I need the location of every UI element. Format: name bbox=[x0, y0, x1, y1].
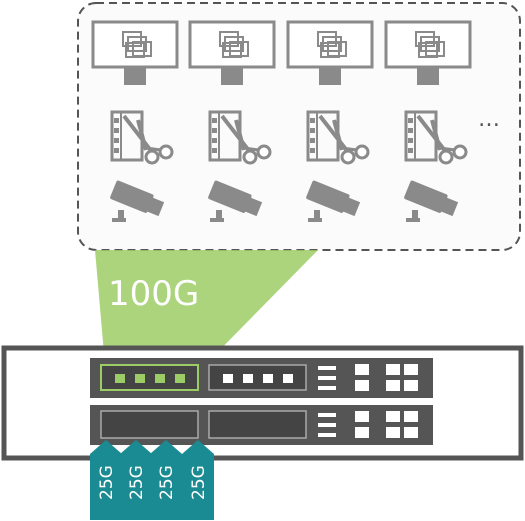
port-group-25g bbox=[100, 410, 199, 439]
port-label: 25G bbox=[127, 465, 147, 500]
more-clients-ellipsis: … bbox=[478, 107, 500, 132]
port-label: 25G bbox=[97, 465, 117, 500]
port-25g-1: 25G bbox=[90, 440, 122, 520]
bandwidth-beam bbox=[95, 250, 318, 365]
bandwidth-label: 100G bbox=[108, 274, 199, 314]
port-25g-3: 25G bbox=[150, 440, 182, 520]
port-25g-4: 25G bbox=[182, 440, 214, 520]
port-group-d bbox=[208, 410, 307, 439]
port-label: 25G bbox=[189, 465, 209, 500]
port-25g-2: 25G bbox=[120, 440, 152, 520]
port-label: 25G bbox=[157, 465, 177, 500]
